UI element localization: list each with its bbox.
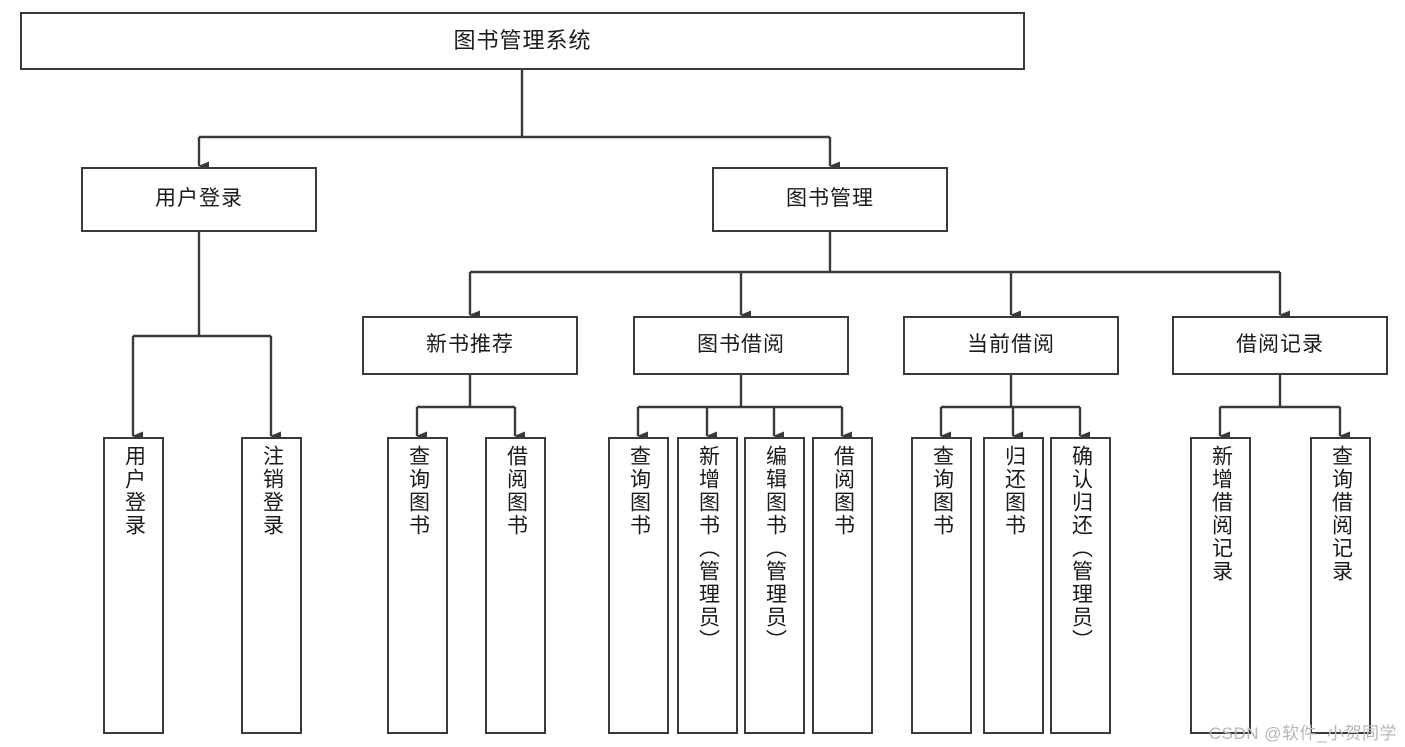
- leaf-node-leaf-add-borrow-record[interactable]: 新增借阅记录: [1190, 437, 1251, 734]
- node-label: 借阅图书: [831, 445, 855, 537]
- node-label: 确认归还（管理员）: [1069, 445, 1093, 652]
- node-label: 用户登录: [122, 445, 146, 537]
- node-label: 用户登录: [155, 187, 243, 211]
- node-label: 查询图书: [406, 445, 430, 537]
- node-label: 新增借阅记录: [1209, 445, 1233, 583]
- watermark-label: CSDN @软件_小贺同学: [1208, 724, 1397, 743]
- node-label: 图书管理: [786, 187, 874, 211]
- leaf-node-leaf-edit-book-admin[interactable]: 编辑图书（管理员）: [744, 437, 805, 734]
- leaf-node-leaf-user-login[interactable]: 用户登录: [103, 437, 164, 734]
- node-label: 借阅记录: [1236, 333, 1324, 357]
- node-label: 新增图书（管理员）: [696, 445, 720, 652]
- node-label: 查询图书: [627, 445, 651, 537]
- category-node-current-borrow[interactable]: 当前借阅: [903, 316, 1119, 375]
- root-node[interactable]: 图书管理系统: [20, 12, 1025, 70]
- leaf-node-leaf-user-logout[interactable]: 注销登录: [241, 437, 302, 734]
- node-label: 借阅图书: [504, 445, 528, 537]
- node-label: 编辑图书（管理员）: [763, 445, 787, 652]
- node-label: 注销登录: [260, 445, 284, 537]
- leaf-node-leaf-query-borrow-record[interactable]: 查询借阅记录: [1310, 437, 1371, 734]
- node-label: 归还图书: [1002, 445, 1026, 537]
- node-label: 图书借阅: [697, 333, 785, 357]
- leaf-node-leaf-return-book[interactable]: 归还图书: [983, 437, 1044, 734]
- node-label: 查询借阅记录: [1329, 445, 1353, 583]
- node-label: 新书推荐: [426, 333, 514, 357]
- branch-node-book-manage[interactable]: 图书管理: [712, 167, 948, 232]
- leaf-node-leaf-add-book-admin[interactable]: 新增图书（管理员）: [677, 437, 738, 734]
- leaf-node-leaf-borrow-book-2[interactable]: 借阅图书: [812, 437, 873, 734]
- node-label: 图书管理系统: [453, 28, 592, 54]
- category-node-borrow-record[interactable]: 借阅记录: [1172, 316, 1388, 375]
- leaf-node-leaf-query-book-1[interactable]: 查询图书: [387, 437, 448, 734]
- node-label: 当前借阅: [967, 333, 1055, 357]
- leaf-node-leaf-query-book-3[interactable]: 查询图书: [911, 437, 972, 734]
- category-node-book-borrow[interactable]: 图书借阅: [633, 316, 849, 375]
- leaf-node-leaf-confirm-return-admin[interactable]: 确认归还（管理员）: [1050, 437, 1111, 734]
- leaf-node-leaf-borrow-book-1[interactable]: 借阅图书: [485, 437, 546, 734]
- branch-node-user-login[interactable]: 用户登录: [81, 167, 317, 232]
- category-node-new-book-recommend[interactable]: 新书推荐: [362, 316, 578, 375]
- node-label: 查询图书: [930, 445, 954, 537]
- leaf-node-leaf-query-book-2[interactable]: 查询图书: [608, 437, 669, 734]
